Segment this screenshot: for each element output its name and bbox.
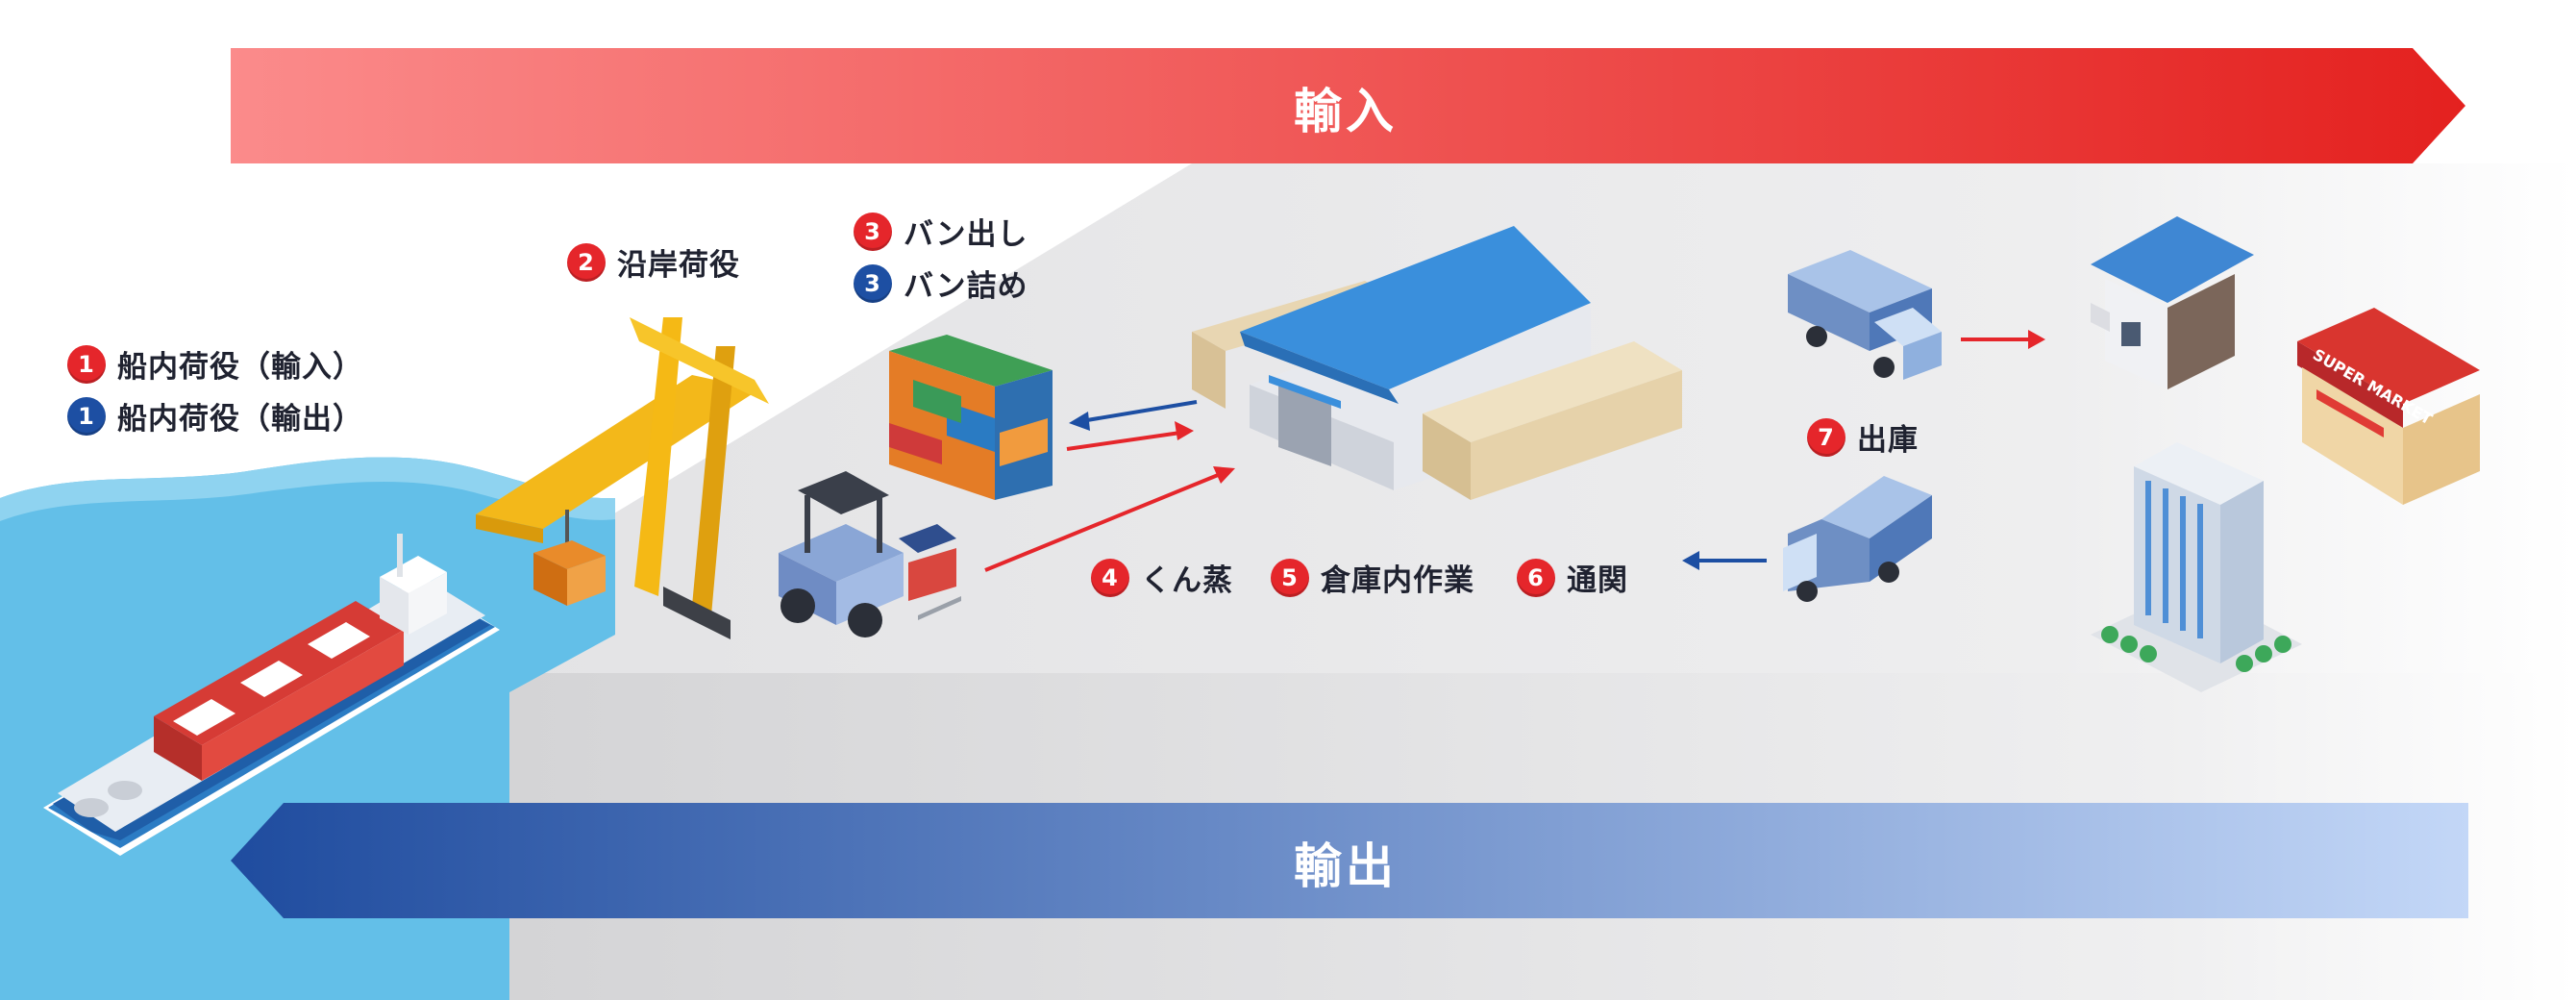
step-number-badge: 1 bbox=[67, 396, 106, 436]
step-vanning: 3 バン詰め bbox=[854, 262, 1028, 305]
arrow-red-truck-to-house bbox=[1961, 330, 2045, 349]
step-label: くん蒸 bbox=[1141, 563, 1233, 598]
step-ship-import: 1 船内荷役（輸入） bbox=[67, 342, 363, 386]
step-number-badge: 3 bbox=[854, 212, 892, 251]
container-ship-icon bbox=[43, 534, 500, 856]
import-banner bbox=[231, 48, 2465, 163]
export-label: 輸出 bbox=[1294, 838, 1398, 894]
gantry-crane-icon bbox=[476, 317, 769, 639]
step-warehouse-work: 5 倉庫内作業 bbox=[1271, 556, 1474, 599]
arrow-red-to-warehouse bbox=[1066, 421, 1194, 451]
step-label: 出庫 bbox=[1857, 423, 1919, 458]
office-building-icon bbox=[2091, 442, 2302, 692]
step-label: バン出し bbox=[904, 217, 1028, 252]
ship-bridge bbox=[380, 534, 447, 635]
step-ship-export: 1 船内荷役（輸出） bbox=[67, 394, 363, 438]
step-number-badge: 6 bbox=[1517, 558, 1555, 597]
step-label: バン詰め bbox=[904, 269, 1028, 304]
supermarket-icon: SUPER MARKET bbox=[2297, 308, 2480, 505]
step-customs: 6 通関 bbox=[1517, 556, 1628, 599]
step-number-badge: 3 bbox=[854, 263, 892, 303]
step-number-badge: 7 bbox=[1807, 417, 1845, 457]
step-label: 沿岸荷役 bbox=[617, 248, 740, 283]
warehouse-icon bbox=[1192, 226, 1682, 500]
arrow-blue-to-stack bbox=[1069, 400, 1198, 431]
import-label: 輸入 bbox=[1294, 84, 1398, 139]
step-fumigation: 4 くん蒸 bbox=[1091, 556, 1233, 599]
export-banner bbox=[231, 803, 2468, 918]
step-number-badge: 2 bbox=[567, 242, 606, 282]
step-label: 倉庫内作業 bbox=[1321, 563, 1474, 598]
step-shipping-out: 7 出庫 bbox=[1807, 415, 1919, 459]
step-label: 船内荷役（輸出） bbox=[117, 402, 363, 437]
step-number-badge: 4 bbox=[1091, 558, 1129, 597]
step-coastal-handling: 2 沿岸荷役 bbox=[567, 240, 740, 284]
forklift-icon bbox=[779, 471, 961, 638]
step-label: 船内荷役（輸入） bbox=[117, 350, 363, 385]
flow-arrows bbox=[984, 330, 2045, 572]
truck-icon-top bbox=[1788, 250, 1942, 380]
house-icon bbox=[2091, 216, 2254, 389]
arrow-red-forklift-to-warehouse bbox=[984, 466, 1235, 572]
step-devanning: 3 バン出し bbox=[854, 210, 1028, 253]
arrow-blue-to-customs bbox=[1682, 551, 1767, 570]
container-stack-icon bbox=[889, 335, 1053, 500]
step-label: 通関 bbox=[1567, 563, 1628, 598]
step-number-badge: 5 bbox=[1271, 558, 1309, 597]
truck-icon-bottom bbox=[1783, 476, 1932, 602]
step-number-badge: 1 bbox=[67, 344, 106, 384]
